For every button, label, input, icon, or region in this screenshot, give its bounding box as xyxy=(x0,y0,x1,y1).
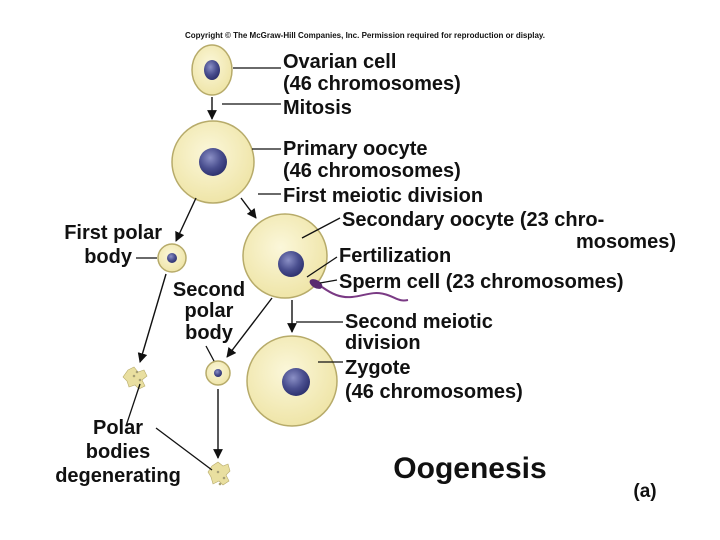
svg-text:Secondary oocyte (23 chro-: Secondary oocyte (23 chro- xyxy=(342,209,604,231)
svg-text:(46 chromosomes): (46 chromosomes) xyxy=(283,160,461,182)
label-sperm-cell: Sperm cell (23 chromosomes) xyxy=(339,271,624,293)
arrow-to-first-polar-body xyxy=(175,197,197,242)
label-mitosis: Mitosis xyxy=(283,97,352,119)
label-secondary-oocyte: Secondary oocyte (23 chro- mosomes) xyxy=(342,209,676,253)
flow-arrows xyxy=(137,97,297,459)
label-second-meiotic-division: Second meiotic division xyxy=(345,311,493,354)
svg-text:First polar: First polar xyxy=(64,222,162,244)
panel-tag: (a) xyxy=(633,481,656,502)
svg-text:(46 chromosomes): (46 chromosomes) xyxy=(283,73,461,95)
svg-text:Second meiotic: Second meiotic xyxy=(345,311,493,333)
svg-text:bodies: bodies xyxy=(86,441,150,463)
label-second-polar-body: Second polar body xyxy=(173,279,245,344)
leader-lines xyxy=(125,67,343,471)
degenerating-polar-body-bottom xyxy=(207,461,231,486)
label-first-polar-body: First polar body xyxy=(64,222,162,268)
svg-text:body: body xyxy=(185,322,234,344)
label-first-meiotic-division: First meiotic division xyxy=(283,185,483,207)
label-fertilization: Fertilization xyxy=(339,245,451,267)
diagram-title: Oogenesis xyxy=(393,452,546,485)
arrow-to-second-polar-body xyxy=(226,297,273,358)
label-zygote: Zygote (46 chromosomes) xyxy=(345,357,523,403)
primary-oocyte-cell xyxy=(171,120,255,204)
label-primary-oocyte: Primary oocyte (46 chromosomes) xyxy=(283,138,461,182)
svg-text:(46 chromosomes): (46 chromosomes) xyxy=(345,381,523,403)
second-polar-body-cell xyxy=(205,360,231,386)
degenerating-polar-body-left xyxy=(122,366,148,390)
arrow-first-polar-degenerating xyxy=(137,273,167,363)
copyright-notice: Copyright © The McGraw-Hill Companies, I… xyxy=(185,31,545,40)
label-polar-bodies-degenerating: Polar bodies degenerating xyxy=(55,417,181,487)
svg-text:body: body xyxy=(84,246,133,268)
svg-text:Polar: Polar xyxy=(93,417,143,439)
svg-text:polar: polar xyxy=(185,300,234,322)
label-ovarian-cell: Ovarian cell (46 chromosomes) xyxy=(283,51,461,95)
sperm-cell xyxy=(309,279,409,302)
svg-text:Second: Second xyxy=(173,279,245,301)
svg-text:Primary oocyte: Primary oocyte xyxy=(283,138,428,160)
svg-text:mosomes): mosomes) xyxy=(576,231,676,253)
arrow-to-secondary-oocyte xyxy=(240,197,257,219)
svg-text:Zygote: Zygote xyxy=(345,357,411,379)
svg-text:degenerating: degenerating xyxy=(55,465,181,487)
secondary-oocyte-cell xyxy=(242,213,328,299)
zygote-cell xyxy=(246,335,338,427)
ovarian-cell xyxy=(191,44,233,96)
svg-text:Ovarian cell: Ovarian cell xyxy=(283,51,396,73)
svg-text:division: division xyxy=(345,332,421,354)
first-polar-body-cell xyxy=(157,243,187,273)
